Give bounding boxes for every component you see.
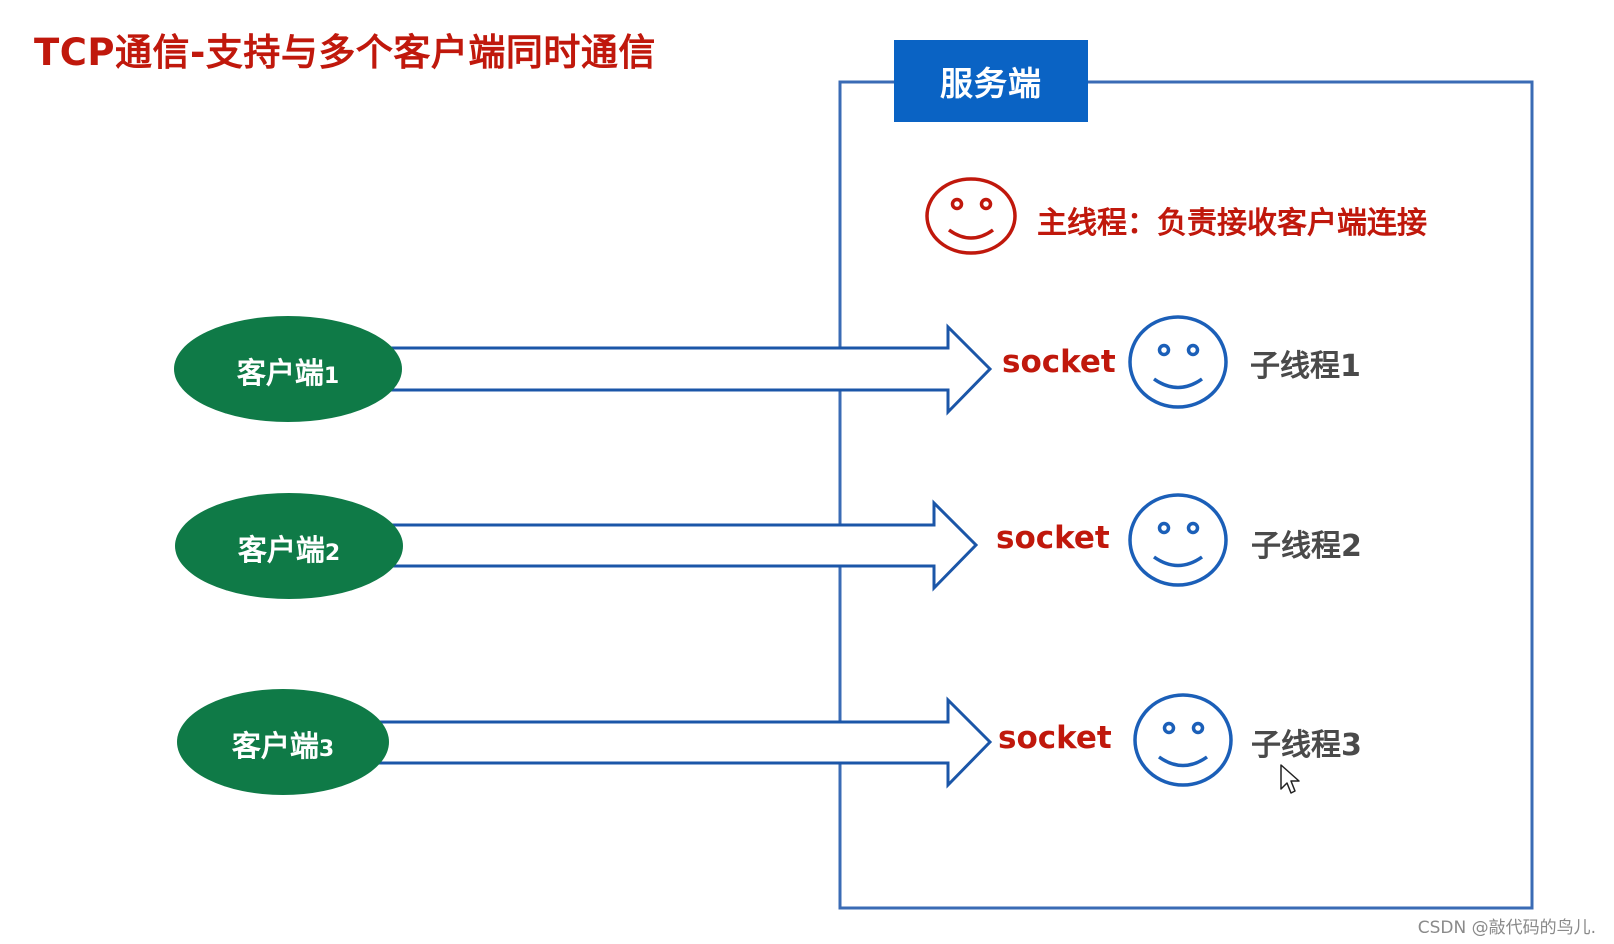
watermark: CSDN @敲代码的鸟儿.: [1417, 918, 1596, 938]
client-name: 客户端: [237, 533, 325, 567]
worker-thread-smiley-icon: [1128, 493, 1228, 587]
client-name: 客户端: [231, 729, 319, 763]
main-thread-smiley-icon: [925, 177, 1017, 255]
worker-thread-label-1: 子线程1: [1250, 349, 1361, 384]
page-title: TCP通信-支持与多个客户端同时通信: [34, 31, 656, 74]
worker-thread-smiley-icon: [1133, 693, 1233, 787]
worker-thread-smiley-icon: [1128, 315, 1228, 409]
client-label-1: 客户端1: [174, 350, 402, 392]
client-number: 1: [323, 364, 340, 389]
client-node-1: [174, 316, 402, 422]
client-number: 3: [318, 737, 335, 762]
client-name: 客户端: [236, 356, 324, 390]
worker-thread-label-3: 子线程3: [1251, 728, 1362, 763]
mouse-cursor-icon: [1280, 764, 1300, 794]
client-label-2: 客户端2: [175, 527, 403, 569]
worker-thread-label-2: 子线程2: [1251, 529, 1362, 564]
socket-label-3: socket: [998, 720, 1112, 756]
server-label: 服务端: [894, 40, 1088, 122]
client-node-3: [177, 689, 389, 795]
socket-label-1: socket: [1002, 344, 1116, 380]
connection-arrow-2: [390, 499, 979, 592]
main-thread-label: 主线程：负责接收客户端连接: [1037, 206, 1427, 241]
client-node-2: [175, 493, 403, 599]
connection-arrow-3: [378, 696, 993, 789]
connection-arrow-1: [390, 323, 993, 416]
server-frame: [838, 80, 1534, 910]
socket-label-2: socket: [996, 520, 1110, 556]
client-label-3: 客户端3: [169, 723, 397, 765]
client-number: 2: [324, 541, 341, 566]
